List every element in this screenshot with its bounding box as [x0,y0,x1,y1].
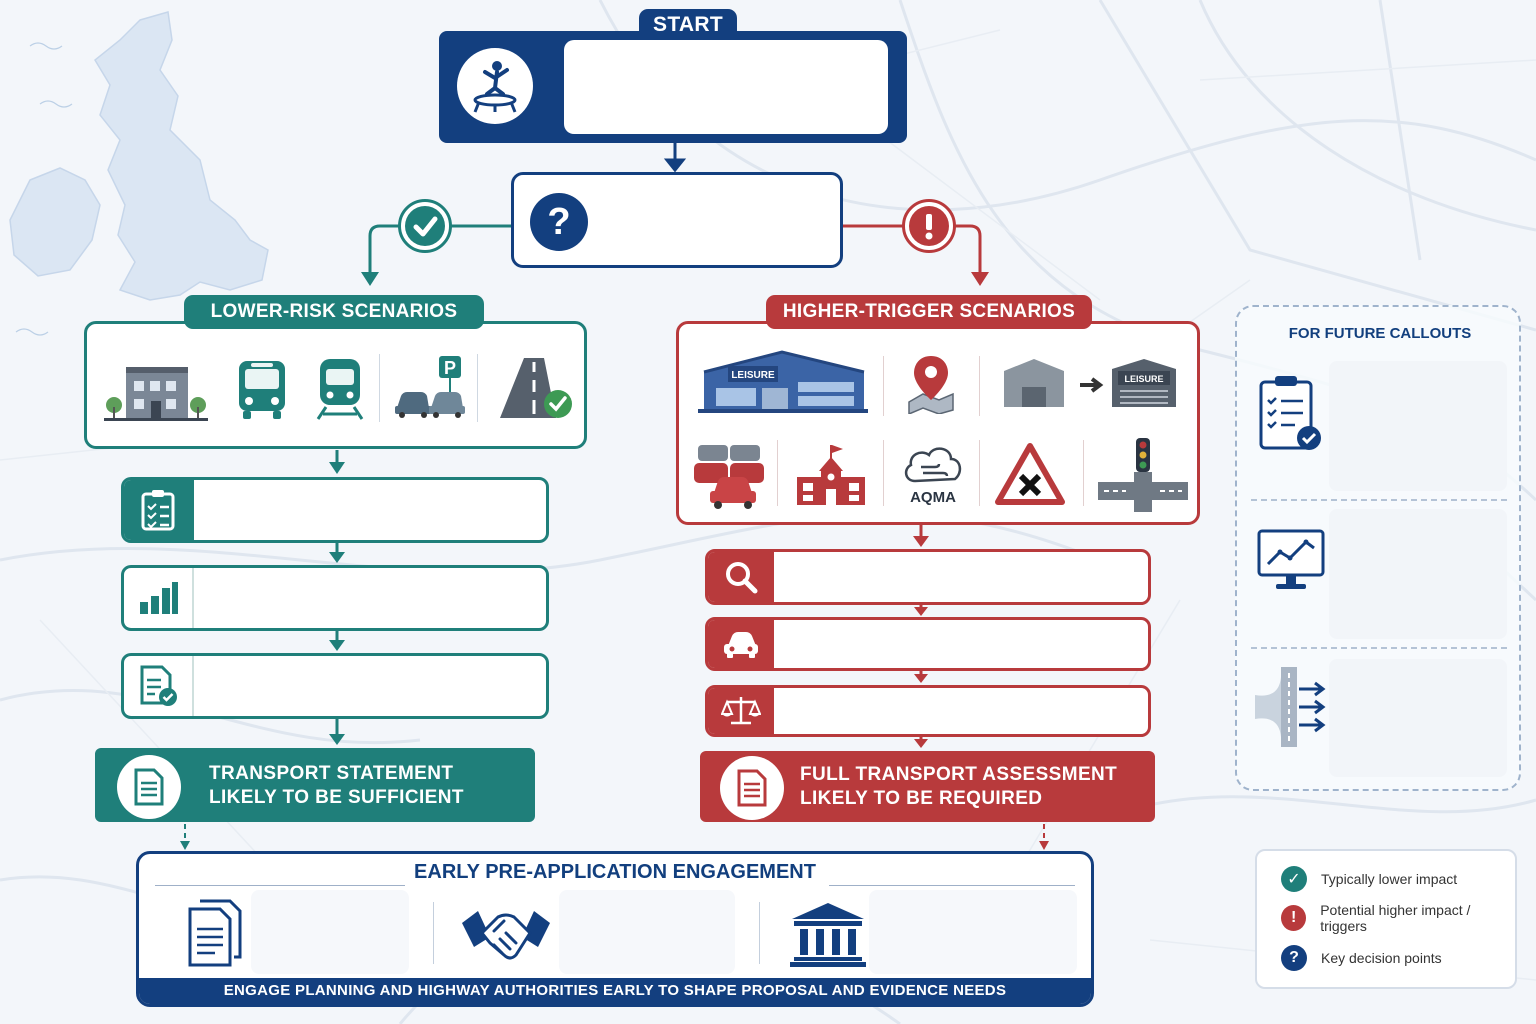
monitor-trend-icon [1251,523,1331,599]
bar-chart-icon [124,568,192,628]
traffic-congestion-icon [689,436,769,516]
future-callouts-title: FOR FUTURE CALLOUTS [1288,325,1472,342]
lower-step-chart [121,565,549,631]
legend-item-lower: ✓ Typically lower impact [1281,865,1457,893]
higher-step-vehicle [705,617,1151,671]
exclamation-icon: ! [1281,905,1307,931]
scales-icon [708,688,774,734]
lower-step-checklist [121,477,549,543]
higher-trigger-title: HIGHER-TRIGGER SCENARIOS [766,295,1092,329]
car-parking-icon: P [391,350,471,424]
aqma-label: AQMA [910,488,956,506]
engagement-slot-1 [251,890,409,974]
lower-outcome: TRANSPORT STATEMENT LIKELY TO BE SUFFICI… [95,748,535,822]
legend-item-decision: ? Key decision points [1281,944,1442,972]
start-text-slot [564,40,888,134]
checklist-icon [124,480,192,540]
lower-risk-title: LOWER-RISK SCENARIOS [184,295,484,329]
step-divider [192,656,194,716]
lower-step-document-check [121,653,549,719]
junction-flow-icon [1251,667,1331,747]
higher-outcome-line2: LIKELY TO BE REQUIRED [800,788,1043,809]
office-building-icon [101,354,211,424]
check-badge [398,199,452,253]
step-divider [192,480,194,540]
leisure-sign-text: LEISURE [731,370,775,381]
legend-label: Typically lower impact [1321,871,1458,887]
engagement-slot-2 [559,890,735,974]
step-divider [192,568,194,628]
future-callouts-panel: FOR FUTURE CALLOUTS [1235,305,1521,791]
question-icon: ? [530,193,588,251]
parking-sign-letter: P [444,358,456,378]
legend-item-higher: ! Potential higher impact / triggers [1281,902,1515,934]
callout-divider [1251,499,1507,501]
road-check-icon [489,350,579,424]
trampoline-icon [473,61,517,113]
check-icon: ✓ [1281,866,1307,892]
higher-trigger-panel: LEISURE LEISURE AQMA [676,321,1200,525]
lower-outcome-text: TRANSPORT STATEMENT LIKELY TO BE SUFFICI… [209,762,464,810]
callout-slot-2 [1329,509,1507,639]
leisure-centre-icon: LEISURE [693,344,873,418]
engagement-footer-bar: ENGAGE PLANNING AND HIGHWAY AUTHORITIES … [139,978,1091,1004]
handshake-icon [457,894,555,974]
documents-icon [169,894,263,974]
bus-icon [227,354,297,424]
callout-slot-1 [1329,361,1507,491]
higher-outcome-text: FULL TRANSPORT ASSESSMENT LIKELY TO BE R… [800,763,1117,811]
leisure-sign-text-2: LEISURE [1124,374,1163,384]
panel-divider [883,356,884,416]
aqma-cloud-icon: AQMA [889,432,977,516]
higher-step-search [705,549,1151,605]
document-icon [117,755,181,819]
legend-panel: ✓ Typically lower impact ! Potential hig… [1255,849,1517,989]
engagement-title-rule [829,885,1075,886]
callout-slot-3 [1329,659,1507,777]
start-box [439,31,907,143]
panel-divider [1083,440,1084,506]
lower-outcome-line1: TRANSPORT STATEMENT [209,763,454,784]
document-icon [720,756,784,820]
panel-divider [477,354,478,422]
document-check-icon [124,656,192,716]
government-building-icon [783,894,873,974]
engagement-divider [433,902,434,964]
junction-signal-icon [1093,432,1193,516]
question-icon: ? [1281,945,1307,971]
engagement-title-rule [155,885,405,886]
lower-risk-panel: P [84,321,587,449]
engagement-title: EARLY PRE-APPLICATION ENGAGEMENT [414,861,816,883]
start-icon-circle [457,48,533,124]
higher-outcome-line1: FULL TRANSPORT ASSESSMENT [800,764,1118,785]
school-icon [785,436,877,516]
train-icon [305,354,375,424]
engagement-slot-3 [869,890,1077,974]
panel-divider [777,440,778,506]
panel-divider [883,440,884,506]
magnifier-icon [708,552,774,602]
callout-divider [1251,647,1507,649]
car-icon [708,620,774,668]
panel-divider [379,354,380,422]
engagement-divider [759,902,760,964]
higher-outcome: FULL TRANSPORT ASSESSMENT LIKELY TO BE R… [700,751,1155,822]
higher-step-scales [705,685,1151,737]
alert-badge [902,199,956,253]
panel-divider [979,356,980,416]
legend-label: Key decision points [1321,950,1442,966]
lower-outcome-line2: LIKELY TO BE SUFFICIENT [209,787,464,808]
change-of-use-icon: LEISURE [991,348,1191,418]
engagement-panel: EARLY PRE-APPLICATION ENGAGEMENT ENGAGE … [136,851,1094,1007]
panel-divider [979,440,980,506]
clipboard-check-icon [1253,369,1329,459]
location-pin-icon [891,348,971,418]
hazard-warning-icon [985,434,1075,514]
decision-box: ? [511,172,843,268]
legend-label: Potential higher impact / triggers [1320,902,1471,934]
